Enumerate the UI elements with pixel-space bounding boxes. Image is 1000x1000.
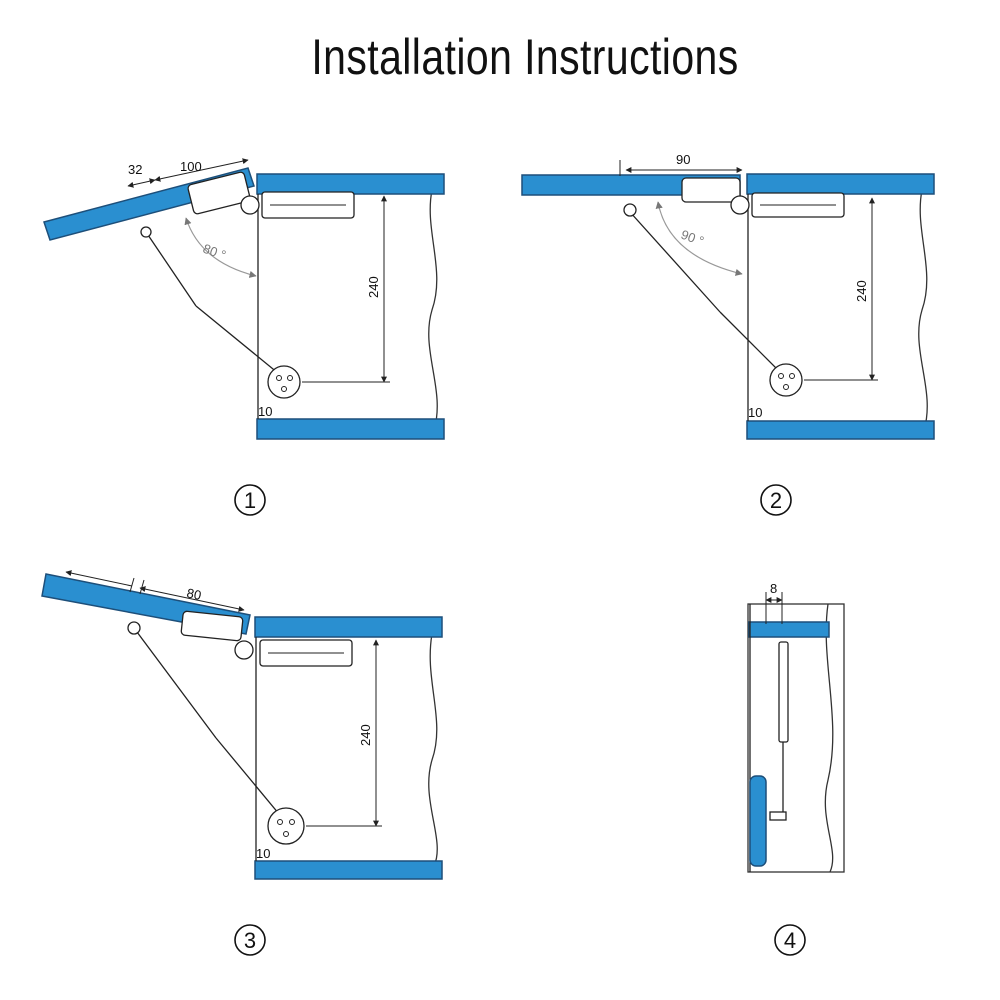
cabinet-bottom-board — [256, 418, 445, 440]
step-4-number: 4 — [784, 928, 796, 953]
step-1-diagram: 32 100 80 ° 240 10 — [43, 158, 445, 440]
step-4-diagram: 8 — [747, 581, 845, 873]
mounting-hole — [783, 384, 789, 390]
dimension-length-label: 80 — [185, 585, 202, 603]
cabinet-side-edge — [428, 633, 438, 867]
mounting-hole — [277, 819, 283, 825]
lid-mount-pivot — [127, 621, 141, 635]
cabinet-top-board — [254, 616, 443, 638]
hinge-pivot — [234, 640, 254, 660]
step-3-number: 3 — [244, 928, 256, 953]
dimension-height-label: 240 — [854, 280, 869, 302]
gas-spring-rod — [195, 305, 285, 379]
step-3-badge — [234, 924, 266, 956]
gas-spring-cylinder — [145, 231, 197, 307]
page-title: Installation Instructions — [311, 29, 739, 85]
gas-spring-cylinder — [778, 641, 789, 743]
angle-label: 90 ° — [679, 227, 706, 249]
dimension-length-label: 90 — [676, 152, 690, 167]
gas-spring-cylinder — [133, 627, 217, 739]
mounting-plate — [769, 363, 803, 397]
dimension-height-label: 240 — [366, 276, 381, 298]
angle-arc — [655, 201, 743, 276]
cabinet-side-edge — [428, 189, 438, 431]
step-4-badge — [774, 924, 806, 956]
cabinet-top-board — [748, 621, 830, 638]
mounting-hole — [789, 373, 795, 379]
dimension-height-label: 240 — [358, 724, 373, 746]
angle-label: 80 ° — [201, 241, 228, 263]
dimension-gap-label: 10 — [256, 846, 270, 861]
step-1-badge — [234, 484, 266, 516]
mounting-plate — [267, 365, 301, 399]
dimension-offset-label: 32 — [128, 162, 142, 177]
lid-mount-pivot — [140, 226, 152, 238]
dimension-offset-line — [127, 178, 156, 188]
mounting-hole — [289, 819, 295, 825]
cabinet-side-edge — [918, 189, 928, 431]
mounting-hole — [281, 386, 287, 392]
cabinet-side-edge — [824, 603, 834, 873]
mounting-hole — [287, 375, 293, 381]
dimension-gap-label: 10 — [748, 405, 762, 420]
step-3-diagram: 80 240 10 — [41, 570, 443, 880]
angle-arc — [184, 217, 257, 278]
gas-spring-rod — [215, 737, 285, 821]
mounting-hole — [276, 375, 282, 381]
dimension-extension-line — [139, 579, 145, 595]
mounting-hole — [778, 373, 784, 379]
dimension-gap-label: 10 — [258, 404, 272, 419]
dimension-leader-line — [65, 570, 133, 587]
dimension-length-line — [154, 158, 249, 182]
hinge-pivot — [240, 195, 260, 215]
step-2-badge — [760, 484, 792, 516]
cabinet-bottom-board — [254, 860, 443, 880]
step-2-diagram: 90 90 ° 240 10 — [521, 152, 935, 440]
dimension-length-label: 100 — [180, 159, 202, 174]
hinge-pivot — [730, 195, 750, 215]
mounting-bracket — [769, 811, 787, 821]
mounting-hole — [283, 831, 289, 837]
dimension-length-line — [139, 586, 245, 612]
lid-mount-pivot — [623, 203, 637, 217]
step-2-number: 2 — [770, 488, 782, 513]
gas-spring-rod — [719, 311, 785, 377]
hinge-plate — [180, 610, 244, 642]
dimension-extension-line — [129, 577, 135, 593]
cabinet-top-board — [256, 173, 445, 195]
step-1-number: 1 — [244, 488, 256, 513]
lid-panel-closed — [749, 775, 767, 867]
mounting-plate — [267, 807, 305, 845]
cabinet-top-board — [746, 173, 935, 195]
hinge-plate — [681, 177, 741, 203]
dimension-side-label: 8 — [770, 581, 777, 596]
cabinet-bottom-board — [746, 420, 935, 440]
